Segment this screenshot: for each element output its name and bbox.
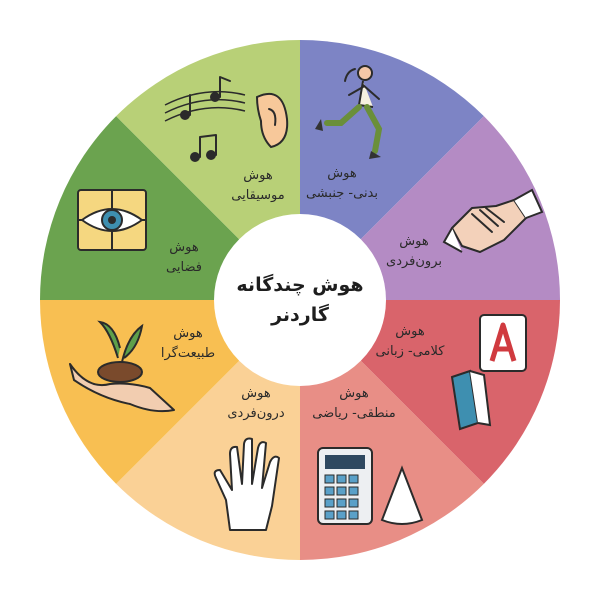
label-logical: هوش منطقی- ریاضی xyxy=(312,386,396,421)
label-naturalist: هوش طبیعت‌گرا xyxy=(160,326,216,361)
label-bodily: هوش بدنی- جنبشی xyxy=(305,166,379,201)
music-notes-ear-icon xyxy=(164,76,289,162)
center-title-line2: گاردنر xyxy=(271,304,329,326)
label-musical: هوش موسیقایی xyxy=(231,168,285,203)
label-linguistic: هوش کلامی- زبانی xyxy=(375,324,445,359)
calculator-icon xyxy=(317,447,424,525)
label-spatial: هوش فضایی xyxy=(166,240,202,275)
running-person-icon xyxy=(315,65,383,159)
label-intrapersonal: هوش درون‌فردی xyxy=(227,386,285,421)
label-interpersonal: هوش برون‌فردی xyxy=(386,234,442,269)
plant-in-hand-icon xyxy=(69,320,175,413)
eye-puzzle-icon xyxy=(77,189,147,251)
letter-book-icon xyxy=(450,314,527,431)
hand-icon xyxy=(213,437,280,531)
handshake-icon xyxy=(442,188,544,253)
center-title: هوش چندگانه گاردنر xyxy=(220,270,380,330)
center-title-line1: هوش چندگانه xyxy=(236,274,364,296)
center-circle xyxy=(214,214,386,386)
